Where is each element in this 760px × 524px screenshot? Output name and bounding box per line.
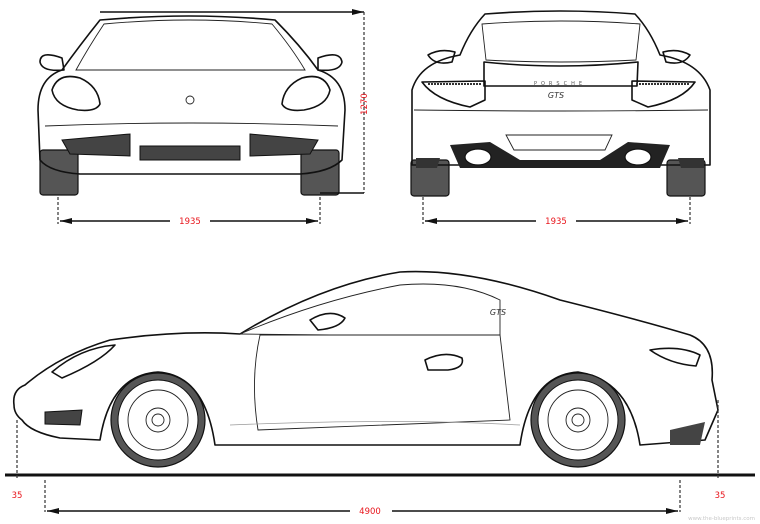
arrow-head-icon	[676, 218, 688, 224]
side-headlight	[51, 344, 116, 379]
brand-crest	[185, 95, 195, 105]
side-body-outline	[12, 270, 719, 446]
front-right-tire	[300, 149, 340, 196]
door	[254, 334, 511, 431]
exhaust-left	[464, 148, 492, 166]
rear-width-dimension: 1935	[422, 197, 691, 227]
windshield	[75, 19, 306, 71]
reflector-left	[416, 158, 440, 168]
side-window	[239, 283, 501, 336]
front-width-dimension: 1935	[57, 197, 321, 227]
rear-diffuser	[450, 142, 670, 168]
side-taillight	[649, 347, 701, 367]
side-mirror	[309, 312, 346, 331]
length-dimension: 4900 35 35	[12, 400, 726, 517]
arrow-head-icon	[352, 9, 364, 15]
rear-diffuser-side	[670, 422, 705, 445]
front-wheel	[110, 372, 206, 468]
engine-lid	[483, 61, 639, 87]
front-width-label: 1935	[179, 217, 201, 227]
front-view	[37, 15, 346, 196]
rear-mirror-right	[662, 49, 691, 64]
arrow-head-icon	[306, 218, 318, 224]
reflector-right	[678, 158, 704, 168]
front-body-outline	[37, 15, 346, 175]
rear-body-outline	[411, 10, 711, 166]
length-label: 4900	[359, 507, 381, 517]
height-dimension: 1270	[100, 9, 370, 194]
headlight-right	[281, 75, 331, 112]
arrow-head-icon	[47, 508, 59, 514]
intake-right	[249, 133, 319, 157]
door-handle	[424, 353, 464, 371]
intake-center	[139, 145, 241, 161]
license-plate-recess	[505, 134, 613, 151]
sill-line	[229, 421, 521, 426]
arrow-head-icon	[666, 508, 678, 514]
front-left-tire	[39, 149, 79, 196]
mirror-left	[39, 54, 65, 72]
rear-badge: GTS	[548, 91, 564, 100]
taillight-right	[631, 80, 696, 108]
rear-view: PORSCHE GTS	[410, 10, 711, 197]
headlight-left	[51, 75, 101, 112]
rear-width-label: 1935	[545, 217, 567, 227]
rear-wheel	[530, 372, 626, 468]
arrow-head-icon	[425, 218, 437, 224]
rear-window	[481, 20, 641, 63]
front-offset-label: 35	[12, 491, 23, 501]
exhaust-right	[624, 148, 652, 166]
height-label: 1270	[360, 93, 370, 115]
rear-bumper-line	[413, 109, 709, 112]
intake-left	[61, 133, 131, 157]
side-view: GTS	[5, 270, 755, 477]
arrow-head-icon	[60, 218, 72, 224]
bumper-line	[44, 122, 339, 127]
side-front-intake	[44, 409, 83, 426]
rear-mirror-left	[427, 49, 456, 64]
brand-lettering: PORSCHE	[534, 81, 586, 87]
rear-offset-label: 35	[715, 491, 726, 501]
mirror-right	[317, 54, 343, 72]
taillight-left	[421, 80, 486, 108]
side-badge: GTS	[490, 308, 506, 317]
watermark: www.the-blueprints.com	[688, 516, 755, 522]
